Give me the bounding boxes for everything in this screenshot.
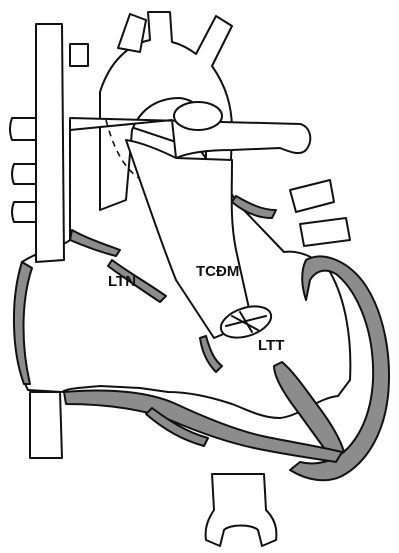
label-right-ventricle: LTN [108,273,136,290]
label-left-ventricle: LTT [258,337,284,354]
pulmonary-vein-right-3 [12,202,36,222]
descending-aorta-upper [70,44,88,66]
pulmonary-vein-left-2 [300,218,350,246]
label-aorta: TCĐM [196,263,239,280]
superior-vena-cava [36,24,64,262]
pulmonary-vein-left-1 [290,180,334,212]
aortic-arch-inner [174,102,222,130]
pulmonary-vein-right-2 [12,164,36,184]
descending-aorta [206,474,277,546]
pulmonary-vein-right-1 [10,118,36,140]
aortic-branch-right [118,14,146,52]
inferior-vena-cava [30,392,62,458]
